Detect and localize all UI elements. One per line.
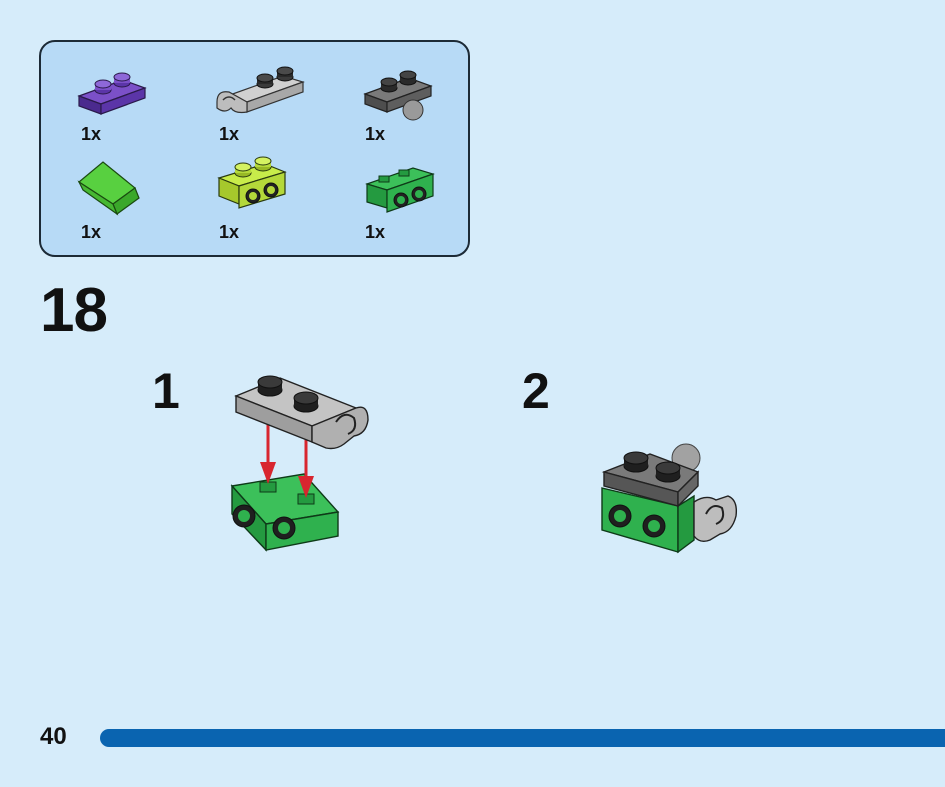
- assembly-substep-2: [598, 436, 743, 561]
- parts-list-box: 1x 1x 1x: [39, 40, 470, 257]
- dark-gray-ball-plate-icon: [363, 70, 433, 121]
- assembly-illustration-1: [230, 375, 369, 552]
- gray-clip-plate-icon: [216, 66, 305, 114]
- part-green-bracket: 1x: [363, 156, 473, 246]
- part-quantity: 1x: [365, 222, 386, 242]
- step-number: 18: [40, 276, 108, 345]
- lime-bracket-icon: [217, 156, 287, 209]
- part-purple-plate: 1x: [75, 66, 185, 156]
- substep-number-1: 1: [152, 363, 180, 419]
- assembly-substep-1: [226, 368, 376, 563]
- green-bracket-icon: [365, 167, 435, 213]
- part-gray-plate-clip: 1x: [213, 62, 323, 152]
- page-progress-bar: [100, 729, 945, 747]
- part-quantity: 1x: [81, 124, 102, 144]
- page-number: 40: [40, 723, 67, 750]
- substep-number-2: 2: [522, 363, 550, 419]
- part-quantity: 1x: [81, 222, 102, 242]
- green-slope-icon: [77, 161, 140, 216]
- part-lime-bracket: 1x: [215, 154, 325, 244]
- purple-plate-icon: [77, 72, 147, 115]
- part-quantity: 1x: [365, 124, 386, 144]
- part-quantity: 1x: [219, 124, 240, 144]
- part-dark-gray-plate-ball: 1x: [361, 64, 471, 154]
- part-green-slope: 1x: [77, 158, 187, 248]
- part-quantity: 1x: [219, 222, 240, 242]
- assembly-illustration-2: [601, 443, 738, 554]
